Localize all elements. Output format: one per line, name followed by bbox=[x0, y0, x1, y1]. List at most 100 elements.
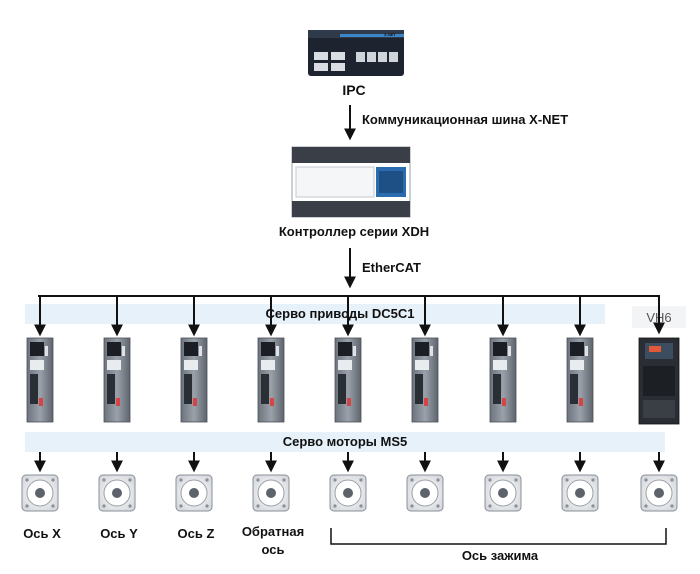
servo-drive-led bbox=[579, 398, 583, 406]
clamp-label: Ось зажима bbox=[462, 548, 539, 563]
servo-motor-bolt bbox=[51, 478, 55, 482]
servo-drive-connector bbox=[261, 374, 269, 404]
servo-motor-shaft bbox=[498, 488, 508, 498]
servo-drive-panel bbox=[261, 360, 275, 370]
servo-motor-bolt bbox=[410, 504, 414, 508]
inverter-keypad bbox=[643, 366, 675, 396]
servo-motor-bolt bbox=[205, 504, 209, 508]
servo-motor-bolt bbox=[128, 478, 132, 482]
servo-drive-connector bbox=[184, 374, 192, 404]
servo-drive-display bbox=[107, 342, 121, 356]
servo-drives-label: Серво приводы DC5C1 bbox=[266, 306, 415, 321]
servo-motors-band bbox=[25, 432, 665, 452]
servo-drive-led bbox=[424, 398, 428, 406]
servo-drive-led bbox=[347, 398, 351, 406]
inverter-terminal-cover bbox=[643, 400, 675, 418]
servo-drive-display bbox=[184, 342, 198, 356]
servo-motor-bolt bbox=[436, 504, 440, 508]
servo-motor-bolt bbox=[644, 478, 648, 482]
servo-motor-bolt bbox=[565, 478, 569, 482]
servo-motor-bolt bbox=[591, 504, 595, 508]
servo-motor-bolt bbox=[102, 478, 106, 482]
servo-drive-brand-strip bbox=[508, 346, 511, 356]
servo-drive-led bbox=[193, 398, 197, 406]
servo-motor-shaft bbox=[575, 488, 585, 498]
servo-drive-brand-strip bbox=[276, 346, 279, 356]
servo-motor-bolt bbox=[488, 504, 492, 508]
servo-drive-led bbox=[116, 398, 120, 406]
servo-motor-bolt bbox=[51, 504, 55, 508]
servo-motor-bolt bbox=[128, 504, 132, 508]
servo-drive-brand-strip bbox=[199, 346, 202, 356]
servo-motor-bolt bbox=[359, 478, 363, 482]
servo-motor-bolt bbox=[488, 478, 492, 482]
servo-motor-shaft bbox=[654, 488, 664, 498]
bus-label: Коммуникационная шина X-NET bbox=[362, 112, 568, 127]
servo-motor-shaft bbox=[35, 488, 45, 498]
servo-motor-bolt bbox=[514, 504, 518, 508]
servo-drive-panel bbox=[30, 360, 44, 370]
servo-drive-connector bbox=[30, 374, 38, 404]
servo-drive-brand-strip bbox=[430, 346, 433, 356]
servo-drive-led bbox=[502, 398, 506, 406]
servo-motor-bolt bbox=[670, 504, 674, 508]
servo-drive-connector bbox=[493, 374, 501, 404]
controller-label: Контроллер серии XDH bbox=[279, 224, 429, 239]
servo-motor-bolt bbox=[102, 504, 106, 508]
inverter-readout bbox=[649, 346, 661, 352]
ipc-device: X-NET bbox=[308, 30, 404, 76]
servo-drive-connector bbox=[570, 374, 578, 404]
servo-drive-connector bbox=[415, 374, 423, 404]
servo-drive-connector bbox=[107, 374, 115, 404]
servo-motor-shaft bbox=[266, 488, 276, 498]
servo-drive-brand-strip bbox=[122, 346, 125, 356]
servo-motor-bolt bbox=[410, 478, 414, 482]
servo-drive-panel bbox=[184, 360, 198, 370]
servo-motor-bolt bbox=[565, 504, 569, 508]
servo-motor-bolt bbox=[25, 504, 29, 508]
servo-drive-panel bbox=[107, 360, 121, 370]
servo-drives-band bbox=[25, 304, 605, 324]
servo-drive-brand-strip bbox=[45, 346, 48, 356]
axis-return-label-line1: Обратная bbox=[242, 524, 304, 539]
servo-motor-bolt bbox=[591, 478, 595, 482]
servo-motor-shaft bbox=[189, 488, 199, 498]
servo-motor-bolt bbox=[256, 504, 260, 508]
axis-z-label: Ось Z bbox=[178, 526, 215, 541]
servo-drive-brand-strip bbox=[353, 346, 356, 356]
servo-motor-bolt bbox=[282, 478, 286, 482]
servo-drive-display bbox=[30, 342, 44, 356]
servo-motor-bolt bbox=[333, 478, 337, 482]
servo-motors-label: Серво моторы MS5 bbox=[283, 434, 408, 449]
servo-motor-shaft bbox=[343, 488, 353, 498]
axis-columns bbox=[21, 296, 680, 512]
servo-motor-bolt bbox=[179, 504, 183, 508]
axis-return-label-line2: ось bbox=[262, 542, 285, 557]
servo-motor-shaft bbox=[112, 488, 122, 498]
servo-drive-led bbox=[270, 398, 274, 406]
servo-drive-panel bbox=[570, 360, 584, 370]
ipc-label: IPC bbox=[342, 82, 365, 98]
servo-motor-bolt bbox=[25, 478, 29, 482]
servo-motor-bolt bbox=[256, 478, 260, 482]
servo-drive-led bbox=[39, 398, 43, 406]
servo-drive-display bbox=[338, 342, 352, 356]
servo-drive-brand-strip bbox=[585, 346, 588, 356]
servo-motor-bolt bbox=[333, 504, 337, 508]
servo-drive-display bbox=[493, 342, 507, 356]
servo-motor-bolt bbox=[644, 504, 648, 508]
servo-motor-bolt bbox=[514, 478, 518, 482]
servo-drive-display bbox=[261, 342, 275, 356]
servo-drive-panel bbox=[415, 360, 429, 370]
ethercat-label: EtherCAT bbox=[362, 260, 421, 275]
servo-drive-display bbox=[415, 342, 429, 356]
axis-y-label: Ось Y bbox=[100, 526, 138, 541]
servo-motor-bolt bbox=[359, 504, 363, 508]
servo-motor-bolt bbox=[670, 478, 674, 482]
controller-device bbox=[291, 146, 411, 218]
axis-x-label: Ось X bbox=[23, 526, 61, 541]
servo-motor-bolt bbox=[179, 478, 183, 482]
servo-motor-bolt bbox=[436, 478, 440, 482]
servo-drive-panel bbox=[493, 360, 507, 370]
servo-drive-display bbox=[570, 342, 584, 356]
